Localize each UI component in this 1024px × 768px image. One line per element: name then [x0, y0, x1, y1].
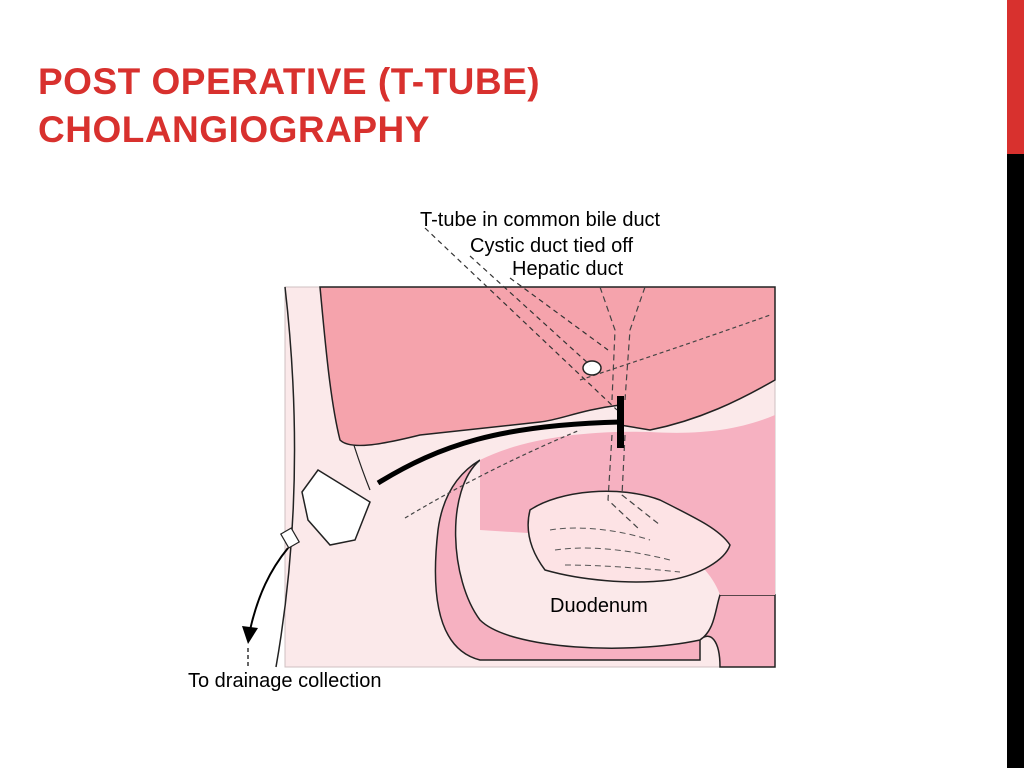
duodenum-lumen — [527, 490, 731, 583]
drainage-tube-end — [279, 527, 301, 549]
suture-line-lower — [404, 429, 581, 519]
suture-line-upper — [579, 314, 771, 381]
label-hepatic-duct: Hepatic duct — [512, 258, 624, 280]
drainage-connector — [301, 468, 371, 546]
leader-t-tube — [424, 227, 618, 411]
common-bile-duct — [607, 434, 661, 531]
duodenum — [434, 459, 776, 668]
duodenum-folds — [549, 527, 681, 573]
label-cystic-duct: Cystic duct tied off — [470, 235, 633, 257]
drainage-arrow — [249, 547, 289, 631]
hepatic-duct — [599, 286, 646, 401]
t-tube — [376, 419, 621, 486]
slide-title: POST OPERATIVE (T-TUBE) CHOLANGIOGRAPHY — [38, 58, 540, 154]
slide-title-line-1: POST OPERATIVE (T-TUBE) — [38, 61, 541, 102]
sidebar-bar — [1007, 154, 1024, 768]
leader-cystic-duct — [469, 255, 591, 366]
label-t-tube: T-tube in common bile duct — [420, 209, 661, 231]
label-drainage: To drainage collection — [188, 670, 381, 692]
t-tube-crossbar — [617, 396, 624, 448]
cystic-duct-stump — [582, 360, 602, 376]
liver — [319, 286, 776, 447]
t-tube-diagram: T-tube in common bile duct Cystic duct t… — [188, 209, 776, 692]
label-duodenum: Duodenum — [550, 595, 648, 617]
accent-bar — [1007, 0, 1024, 154]
leader-hepatic-duct — [509, 277, 609, 351]
drainage-arrowhead — [242, 626, 258, 644]
body-wall-outline — [275, 286, 296, 668]
slide-title-line-2: CHOLANGIOGRAPHY — [38, 109, 430, 150]
